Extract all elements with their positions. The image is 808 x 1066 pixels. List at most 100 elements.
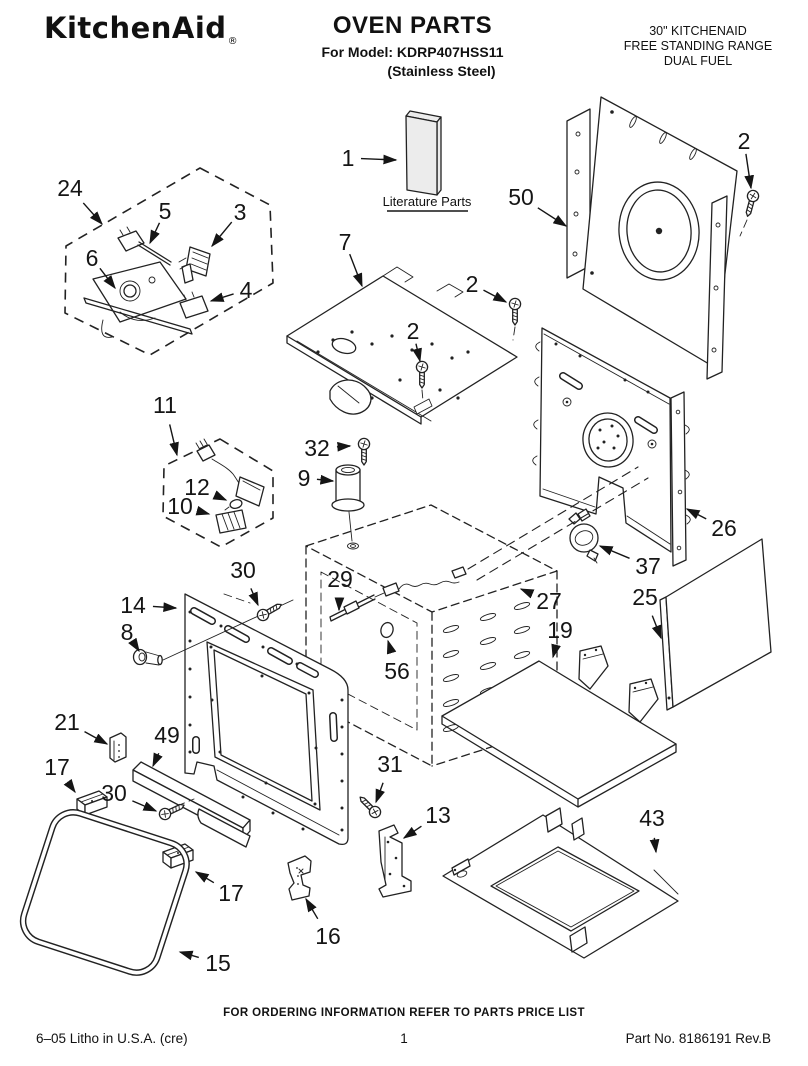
callout-arrow xyxy=(211,221,233,248)
callout-17: 17 xyxy=(194,871,244,906)
callout-label: 15 xyxy=(205,950,231,976)
registered-mark: ® xyxy=(227,36,239,47)
callout-label: 9 xyxy=(298,465,311,491)
callout-arrow xyxy=(209,292,234,302)
callout-label: 12 xyxy=(184,474,210,500)
callout-label: 14 xyxy=(120,592,146,618)
part-4-latch-switch xyxy=(179,291,209,319)
product-line-3: DUAL FUEL xyxy=(663,54,733,68)
part-15-door-gasket xyxy=(19,809,190,976)
brand-name: KitchenAid xyxy=(44,11,227,45)
callout-label: 37 xyxy=(635,553,661,579)
part-3-latch-motor xyxy=(178,246,211,284)
part-2-screw-top-right xyxy=(739,188,761,237)
product-line-2: FREE STANDING RANGE xyxy=(623,39,773,53)
part-12-bulb-socket xyxy=(195,438,265,511)
callout-arrow xyxy=(305,897,319,920)
callout-label: 17 xyxy=(218,880,244,906)
part-7-top-panel xyxy=(286,266,518,425)
page-number: 1 xyxy=(400,1031,408,1046)
callout-7: 7 xyxy=(339,229,363,288)
callout-2: 2 xyxy=(407,318,422,363)
callout-label: 6 xyxy=(86,245,99,271)
callout-arrow xyxy=(386,639,397,655)
callout-arrow xyxy=(316,474,335,485)
part-21-clip xyxy=(109,732,127,763)
callout-label: 31 xyxy=(377,751,403,777)
callout-arrow xyxy=(519,588,535,599)
callout-arrow xyxy=(63,778,76,794)
part-50-rear-access-panel xyxy=(566,96,738,380)
literature-parts-label: Literature Parts xyxy=(383,194,472,209)
part-17-spacer-upper xyxy=(76,790,108,816)
callout-49: 49 xyxy=(152,722,180,768)
callout-label: 43 xyxy=(639,805,665,831)
part-19-base-shelf xyxy=(441,645,677,808)
callout-label: 49 xyxy=(154,722,180,748)
callout-label: 24 xyxy=(57,175,83,201)
callout-label: 1 xyxy=(342,145,355,171)
callout-arrow xyxy=(194,871,215,884)
callout-arrow xyxy=(375,782,385,804)
callout-30: 30 xyxy=(101,780,158,812)
callout-arrow xyxy=(212,490,228,501)
callout-label: 26 xyxy=(711,515,737,541)
part-24-latch-assembly-group xyxy=(64,167,274,356)
part-2-screw-right xyxy=(508,297,522,341)
part-25-panel xyxy=(659,538,772,711)
callout-26: 26 xyxy=(685,508,737,541)
callout-10: 10 xyxy=(167,493,211,519)
callout-label: 8 xyxy=(121,619,134,645)
callout-17: 17 xyxy=(44,754,76,794)
part-43-bottom-pan xyxy=(442,807,679,959)
callout-37: 37 xyxy=(598,545,661,579)
callout-arrow xyxy=(128,637,140,653)
callout-arrow xyxy=(168,424,179,457)
callout-label: 10 xyxy=(167,493,193,519)
callout-label: 2 xyxy=(466,271,479,297)
callout-arrow xyxy=(651,615,662,640)
callout-25: 25 xyxy=(632,584,662,640)
callout-arrow xyxy=(336,441,352,452)
callout-label: 7 xyxy=(339,229,352,255)
callout-label: 19 xyxy=(547,617,573,643)
callout-27: 27 xyxy=(519,588,562,614)
callout-label: 21 xyxy=(54,709,80,735)
callout-arrow xyxy=(178,950,199,961)
title-block: OVEN PARTS For Model: KDRP407HSS11 (Stai… xyxy=(295,12,530,79)
callout-label: 30 xyxy=(101,780,127,806)
callout-arrow xyxy=(537,207,568,227)
callout-arrow xyxy=(82,202,103,226)
part-31-screw xyxy=(355,792,384,821)
callout-30: 30 xyxy=(230,557,259,607)
part-6-latch-bracket xyxy=(83,261,193,338)
callout-arrow xyxy=(152,602,178,613)
ordering-note: FOR ORDERING INFORMATION REFER TO PARTS … xyxy=(223,1007,585,1019)
callout-21: 21 xyxy=(54,709,109,745)
callout-32: 32 xyxy=(304,435,352,461)
callout-19: 19 xyxy=(547,617,573,659)
callout-16: 16 xyxy=(305,897,341,949)
part-10-lens xyxy=(215,509,247,534)
part-29-broil-element xyxy=(329,466,649,622)
callout-arrow xyxy=(483,289,508,303)
callout-arrow xyxy=(685,508,707,520)
part-14-front-frame xyxy=(184,593,349,846)
page-title: OVEN PARTS xyxy=(332,12,493,39)
callout-arrow xyxy=(84,731,109,745)
litho-note: 6–05 Litho in U.S.A. (cre) xyxy=(36,1031,188,1046)
callout-label: 27 xyxy=(536,588,562,614)
callout-arrow xyxy=(349,253,363,288)
callout-arrow xyxy=(248,588,259,607)
part-49-support-bracket xyxy=(132,761,251,848)
part-9-light-housing xyxy=(331,464,365,542)
callout-arrow xyxy=(551,643,561,659)
finish-line: (Stainless Steel) xyxy=(387,63,496,79)
callout-5: 5 xyxy=(149,198,171,245)
part-5-latch-rod-switch xyxy=(117,226,172,266)
callout-arrow xyxy=(412,343,422,363)
callout-arrow xyxy=(744,153,754,190)
